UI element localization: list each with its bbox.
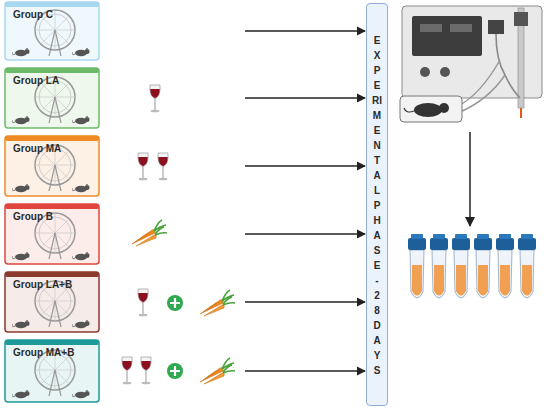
flow-arrow	[245, 30, 365, 31]
phase-band: EXPERIMENTAL PHASE - 28 DAYS	[366, 3, 388, 406]
flow-arrow	[469, 132, 471, 226]
flow-arrow	[245, 233, 365, 234]
cage	[5, 204, 99, 264]
group-cage: Group C	[5, 2, 245, 60]
group-label: Group LA	[13, 75, 59, 86]
cage	[5, 136, 99, 196]
flow-arrow	[245, 301, 365, 302]
sampling-device	[400, 6, 542, 122]
plus-sign	[167, 295, 183, 379]
group-cage: Group MA	[5, 136, 245, 196]
group-cage: Group LA	[5, 68, 245, 128]
group-label: Group LA+B	[13, 279, 72, 290]
group-label: Group MA+B	[13, 347, 74, 358]
cage	[5, 340, 99, 402]
flow-arrow	[245, 97, 365, 98]
phase-label: EXPERIMENTAL PHASE - 28 DAYS	[372, 33, 382, 378]
flow-arrow	[245, 370, 365, 371]
group-cage: Group MA+B	[5, 340, 245, 402]
group-label: Group MA	[13, 143, 61, 154]
group-label: Group B	[13, 211, 53, 222]
flow-arrow	[245, 165, 365, 166]
cage	[5, 68, 99, 128]
cage	[5, 2, 99, 60]
wine-glass	[122, 85, 168, 384]
cage	[5, 272, 99, 332]
carrot	[132, 220, 235, 384]
group-cage: Group B	[5, 204, 245, 264]
group-cage: Group LA+B	[5, 272, 245, 332]
group-label: Group C	[13, 9, 53, 20]
sample-tubes	[408, 234, 536, 298]
